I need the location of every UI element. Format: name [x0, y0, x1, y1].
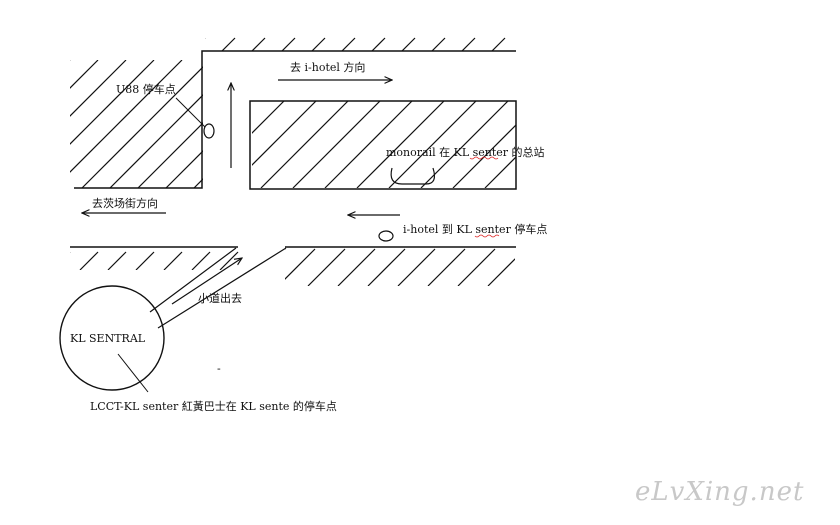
hatch-line — [81, 66, 203, 188]
hatch-line — [70, 60, 155, 145]
hatch-line — [285, 249, 286, 250]
top-building-hatch — [205, 37, 506, 51]
to-square-label: 去茨场街方向 — [92, 196, 158, 210]
hatch-line — [252, 101, 285, 134]
hatch-line — [165, 150, 203, 188]
hatch-line — [163, 251, 183, 270]
hatch-line — [70, 60, 183, 173]
hatch-line — [431, 37, 446, 51]
hatch-line — [356, 101, 445, 188]
left-building-hatch — [70, 60, 203, 188]
hatch-line — [311, 37, 326, 51]
hatch-line — [341, 37, 356, 51]
kl-sentral-label: KL SENTRAL — [70, 332, 146, 345]
arrow-path-out — [171, 258, 242, 305]
center-block-edge — [249, 100, 517, 190]
hatch-line — [307, 248, 346, 286]
hatch-line — [487, 258, 515, 286]
hatch-line — [427, 248, 466, 286]
hatch-line — [70, 252, 71, 253]
hatch-line — [337, 248, 376, 286]
ihotel-to-kl-label: i-hotel 到 KL senter 停车点 — [403, 222, 547, 236]
hatch-line — [193, 178, 203, 188]
u88-stop-label: U88 停车点 — [116, 82, 176, 96]
bottom-right-hatch — [285, 248, 515, 286]
hatch-line — [461, 37, 476, 51]
hatch-line — [292, 101, 381, 188]
lcct-stop-label: LCCT-KL senter 紅黃巴士在 KL sente 的停车点 — [90, 399, 337, 413]
hatch-line — [135, 251, 155, 270]
hatch-line — [324, 101, 413, 188]
hatch-line — [388, 101, 477, 188]
hatch-line — [252, 101, 317, 166]
hatch-line — [401, 37, 416, 51]
hatch-line — [252, 101, 253, 102]
u88-stop-marker — [203, 123, 215, 139]
hatch-line — [420, 101, 509, 188]
stray-dot: - — [217, 362, 221, 375]
hatch-line — [79, 251, 99, 270]
center-building-hatch — [252, 101, 516, 188]
label-pointers — [117, 97, 206, 393]
hatch-line — [70, 60, 99, 89]
hatch-line — [452, 124, 516, 188]
to-ihotel-label: 去 i-hotel 方向 — [290, 60, 365, 74]
hatch-line — [191, 251, 211, 270]
hatch-line — [251, 37, 266, 51]
spellcheck-squiggles — [469, 156, 500, 238]
hatch-line — [484, 156, 516, 188]
road-edges — [70, 50, 517, 248]
hatch-line — [219, 251, 239, 270]
hatch-line — [367, 248, 406, 286]
walkway-lines — [149, 247, 287, 329]
path-out-label: 小道出去 — [198, 291, 242, 305]
hatch-line — [281, 37, 296, 51]
hatch-line — [397, 248, 436, 286]
direction-arrows — [82, 80, 400, 305]
hatch-line — [260, 101, 349, 188]
hatch-line — [491, 37, 506, 51]
kl-sentral-circle — [59, 285, 165, 391]
hatch-line — [285, 248, 316, 280]
hatch-line — [70, 60, 71, 61]
hatch-line — [205, 38, 206, 39]
hatch-line — [457, 248, 496, 286]
monorail-hq-label: monorail 在 KL senter 的总站 — [386, 145, 545, 159]
bottom-left-hatch — [70, 251, 239, 270]
monorail-station-marker — [390, 167, 436, 185]
hatch-line — [221, 37, 236, 51]
left-block-edge — [74, 50, 516, 189]
watermark: eLvXing.net — [635, 477, 804, 507]
hatch-line — [107, 251, 127, 270]
hatch-line — [70, 60, 127, 117]
hatch-line — [109, 94, 203, 188]
ihotel-stop-marker — [378, 230, 394, 242]
hatch-line — [371, 37, 386, 51]
